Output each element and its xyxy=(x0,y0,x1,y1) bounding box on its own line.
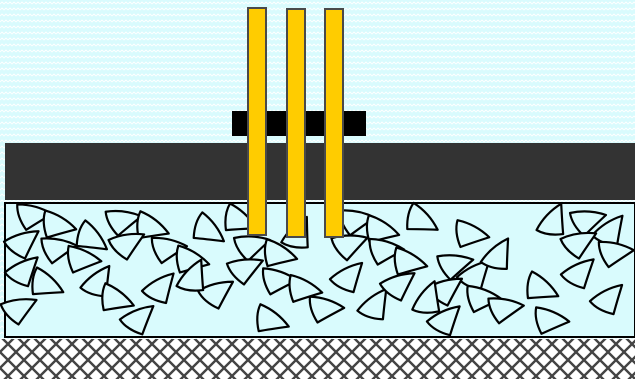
rod-1 xyxy=(247,7,267,236)
rod-3 xyxy=(324,8,344,238)
dark-band xyxy=(5,143,635,200)
mesh-grid xyxy=(0,339,635,379)
rod-2 xyxy=(286,8,306,238)
